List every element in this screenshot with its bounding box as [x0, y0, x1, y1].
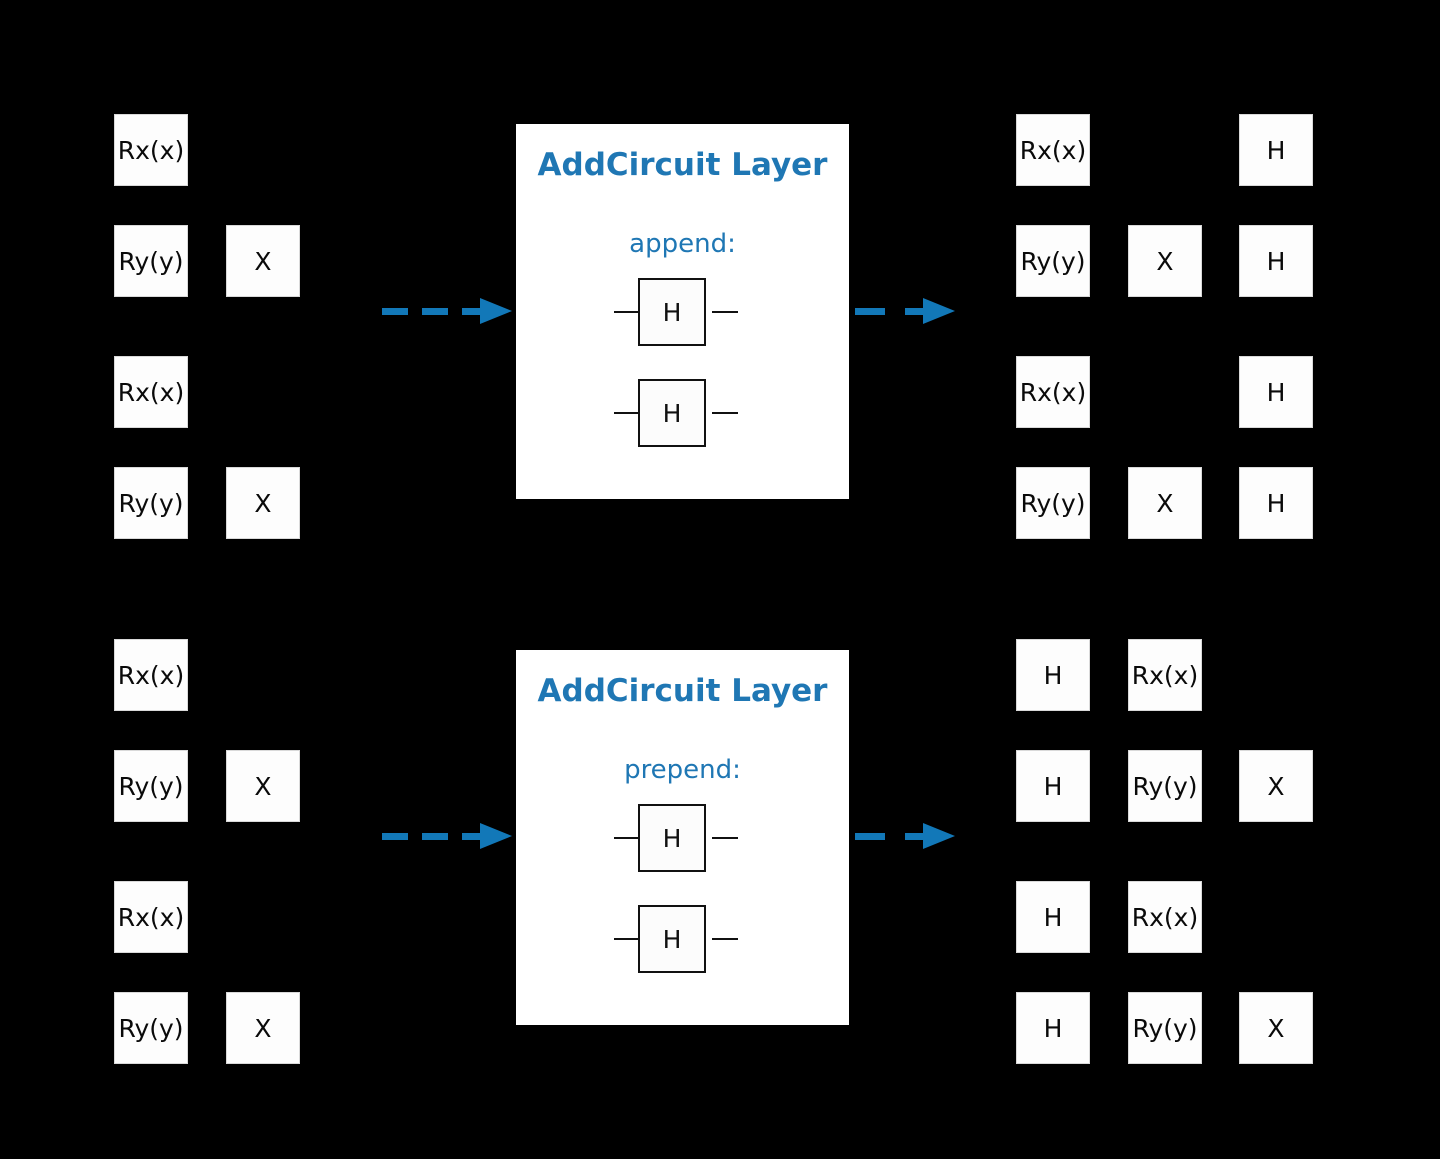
gate-box: Rx(x)	[1128, 881, 1202, 953]
gate-box: H	[1016, 992, 1090, 1064]
wire	[712, 311, 738, 313]
gate-box: Ry(y)	[1128, 750, 1202, 822]
gate-box: Rx(x)	[1016, 356, 1090, 428]
gate-box: H	[1239, 225, 1313, 297]
gate-box: Ry(y)	[1128, 992, 1202, 1064]
gate-box: H	[1016, 750, 1090, 822]
layer-circuit-line: H	[614, 804, 738, 872]
out-arrow	[855, 823, 973, 849]
wire	[712, 412, 738, 414]
gate-box: Rx(x)	[1128, 639, 1202, 711]
gate-box: Ry(y)	[114, 467, 188, 539]
gate-box: Rx(x)	[114, 639, 188, 711]
gate-box: X	[226, 750, 300, 822]
wire	[712, 938, 738, 940]
gate-box: H	[1016, 881, 1090, 953]
gate-box: H	[638, 379, 706, 447]
panel-title: AddCircuit Layer	[537, 673, 828, 709]
gate-box: Ry(y)	[114, 225, 188, 297]
gate-box: X	[1239, 992, 1313, 1064]
gate-box: H	[1016, 639, 1090, 711]
gate-box: Rx(x)	[114, 114, 188, 186]
gate-box: H	[638, 278, 706, 346]
out-arrow	[855, 298, 973, 324]
gate-box: Rx(x)	[114, 356, 188, 428]
gate-box: X	[1128, 225, 1202, 297]
wire	[614, 837, 640, 839]
gate-box: X	[226, 992, 300, 1064]
wire	[614, 412, 640, 414]
gate-box: H	[1239, 114, 1313, 186]
gate-box: X	[226, 467, 300, 539]
gate-box: Rx(x)	[114, 881, 188, 953]
wire	[614, 311, 640, 313]
gate-box: Ry(y)	[1016, 225, 1090, 297]
in-arrow	[382, 298, 514, 324]
addcircuit-layer-panel: AddCircuit Layer prepend: H H	[516, 650, 849, 1025]
panel-title: AddCircuit Layer	[537, 147, 828, 183]
panel-mode-label: prepend:	[624, 755, 741, 785]
gate-box: H	[1239, 356, 1313, 428]
gate-box: Ry(y)	[1016, 467, 1090, 539]
gate-box: Ry(y)	[114, 992, 188, 1064]
addcircuit-layer-panel: AddCircuit Layer append: H H	[516, 124, 849, 499]
gate-box: Ry(y)	[114, 750, 188, 822]
layer-circuit-line: H	[614, 905, 738, 973]
wire	[712, 837, 738, 839]
layer-circuit-line: H	[614, 379, 738, 447]
gate-box: X	[1239, 750, 1313, 822]
panel-mode-label: append:	[629, 229, 736, 259]
gate-box: X	[226, 225, 300, 297]
wire	[614, 938, 640, 940]
gate-box: X	[1128, 467, 1202, 539]
in-arrow	[382, 823, 514, 849]
gate-box: H	[1239, 467, 1313, 539]
gate-box: H	[638, 905, 706, 973]
gate-box: H	[638, 804, 706, 872]
gate-box: Rx(x)	[1016, 114, 1090, 186]
layer-circuit-line: H	[614, 278, 738, 346]
